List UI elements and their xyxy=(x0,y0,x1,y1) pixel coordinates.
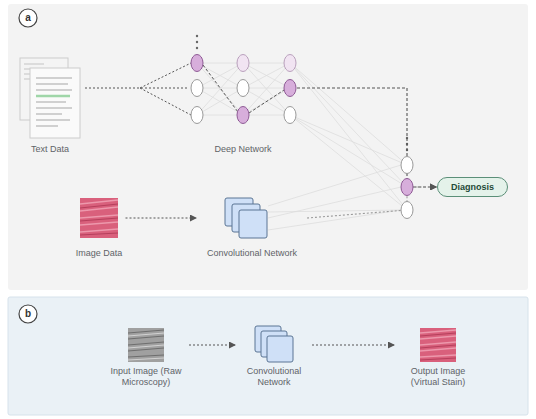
neuron xyxy=(284,107,296,124)
raw-microscopy-image xyxy=(128,328,164,362)
neuron xyxy=(284,80,296,97)
ellipsis-dot xyxy=(196,47,198,49)
node-label: Text Data xyxy=(31,144,69,155)
input-image-node: Input Image (Raw Microscopy) xyxy=(103,326,189,388)
tissue-image xyxy=(80,198,118,238)
deep-network-node: Deep Network xyxy=(189,30,297,155)
output-image-node: Output Image (Virtual Stain) xyxy=(395,326,481,388)
document-lines xyxy=(36,78,72,126)
data-link xyxy=(312,344,395,345)
neuron xyxy=(401,202,413,219)
feature-link xyxy=(307,187,437,218)
image-data-node: Image Data xyxy=(73,196,126,259)
raw-texture xyxy=(128,333,164,360)
text-data-node: Text Data xyxy=(15,52,85,155)
neuron xyxy=(401,157,413,174)
node-label: Convolutional Network xyxy=(239,366,309,388)
network-links xyxy=(243,63,290,115)
neuron xyxy=(284,55,296,72)
neuron xyxy=(237,55,249,72)
neuron xyxy=(191,107,203,124)
node-label: Convolutional Network xyxy=(207,248,297,259)
conv-layer xyxy=(239,210,267,238)
ellipsis-dot xyxy=(196,41,198,43)
panel-badge xyxy=(19,305,37,323)
neuron xyxy=(401,179,413,196)
diagnosis-pill: Diagnosis xyxy=(437,177,508,198)
ellipsis-dot xyxy=(196,35,198,37)
panel-badge xyxy=(19,9,37,27)
conv-network-node: Convolutional Network xyxy=(236,326,312,388)
network-links xyxy=(290,63,407,210)
network-links xyxy=(268,165,401,230)
panel-letter: b xyxy=(25,309,31,319)
data-link xyxy=(189,344,236,345)
neuron xyxy=(191,80,203,97)
active-link xyxy=(297,88,437,187)
network-links xyxy=(197,63,243,115)
panel-b-ground xyxy=(8,297,528,415)
neuron xyxy=(191,55,203,72)
node-label: Deep Network xyxy=(214,144,271,155)
neurons xyxy=(191,35,408,151)
conv-network-node: Convolutional Network xyxy=(197,196,307,259)
active-path xyxy=(203,65,284,113)
document-page xyxy=(30,68,80,138)
stain-texture xyxy=(420,333,456,360)
data-link xyxy=(85,87,189,88)
conv-layer xyxy=(267,336,293,362)
panel-a-ground xyxy=(8,4,528,290)
neuron xyxy=(237,80,249,97)
panel-letter: a xyxy=(25,13,31,23)
node-label: Image Data xyxy=(76,248,123,259)
highlight-line xyxy=(36,95,70,98)
virtual-stain-image xyxy=(420,328,456,362)
neuron xyxy=(237,107,249,124)
input-branch xyxy=(140,63,191,115)
data-link xyxy=(126,217,198,218)
tissue-texture xyxy=(80,204,118,235)
node-label: Input Image (Raw Microscopy) xyxy=(106,366,186,388)
node-label: Diagnosis xyxy=(451,182,494,193)
node-label: Output Image (Virtual Stain) xyxy=(398,366,478,388)
